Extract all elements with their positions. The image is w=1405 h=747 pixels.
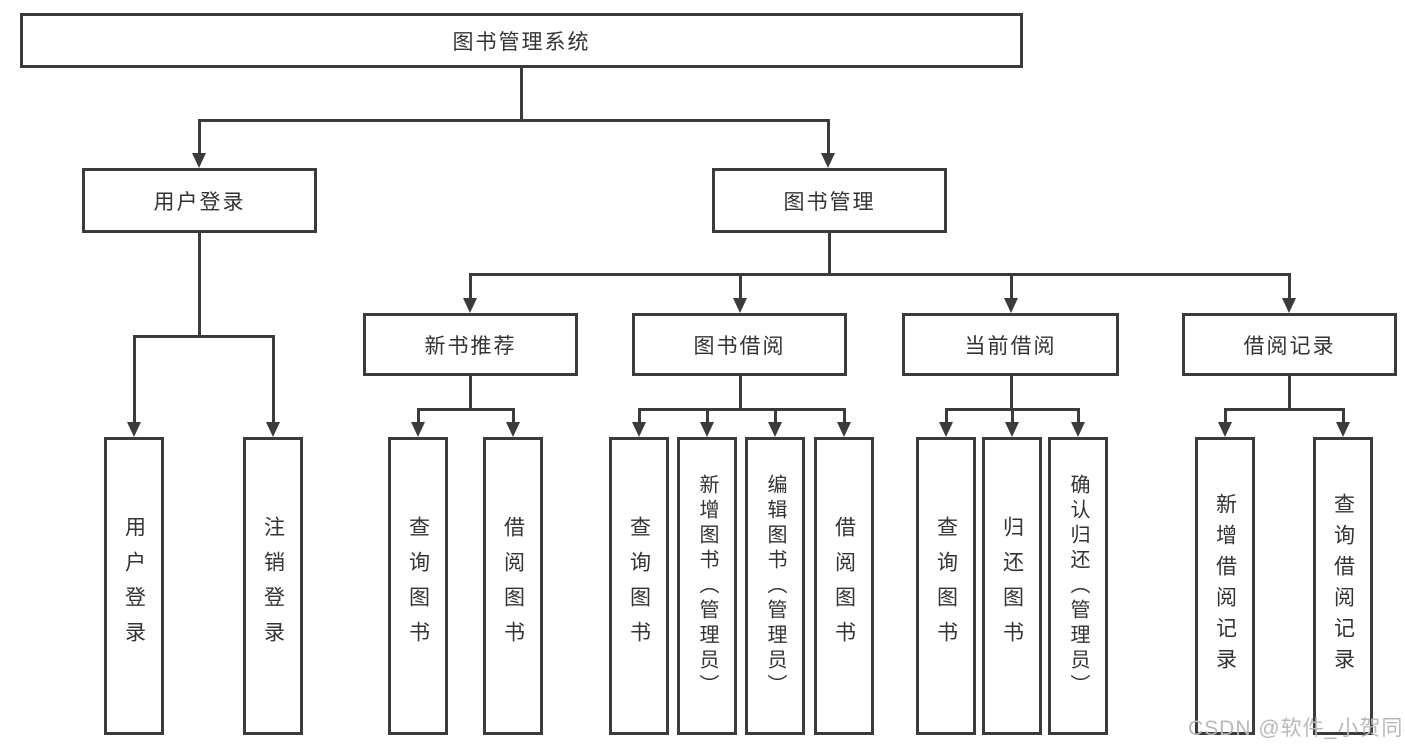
arrowhead-currentborrow-confirm (1071, 422, 1085, 437)
leaf-records-add-record: 新增借阅记录 (1195, 437, 1255, 735)
arrowhead-bookborrow-query (632, 422, 646, 437)
connector-drop-recommend-borrow (512, 408, 515, 424)
arrowhead-logout (266, 422, 280, 437)
leaf-recommend-query-books-label: 查询图书 (406, 516, 430, 656)
arrowhead-current-borrow (1004, 298, 1018, 313)
connector-drop-user-login (198, 120, 201, 153)
leaf-currentborrow-return-books: 归还图书 (982, 437, 1042, 735)
connector-drop-currentborrow-query (945, 408, 948, 424)
arrowhead-bookborrow-edit (768, 422, 782, 437)
leaf-bookborrow-query-books: 查询图书 (609, 437, 669, 735)
connector-drop-recommend-query (417, 408, 420, 424)
leaf-records-query-record-label: 查询借阅记录 (1331, 493, 1355, 679)
node-new-book-recommend-label: 新书推荐 (424, 334, 517, 358)
connector-root-bar (198, 119, 830, 122)
connector-records-stem (1288, 376, 1291, 410)
arrowhead-user-login (192, 153, 206, 168)
arrowhead-login (127, 422, 141, 437)
leaf-currentborrow-query-books-label: 查询图书 (934, 516, 958, 656)
leaf-userlogin-logout: 注销登录 (243, 437, 303, 735)
arrowhead-recommend-query (411, 422, 425, 437)
arrowhead-book-management (821, 153, 835, 168)
connector-drop-bookborrow-borrow (843, 408, 846, 424)
connector-drop-currentborrow-confirm (1077, 408, 1080, 424)
leaf-bookborrow-borrow-books: 借阅图书 (814, 437, 874, 735)
connector-drop-bookborrow-edit (774, 408, 777, 424)
leaf-currentborrow-confirm-return-admin: 确认归还（管理员） (1048, 437, 1108, 735)
arrowhead-new-book-recommend (463, 298, 477, 313)
connector-drop-book-management (827, 120, 830, 153)
node-current-borrow-label: 当前借阅 (964, 334, 1057, 358)
connector-drop-login (133, 335, 136, 423)
leaf-userlogin-login: 用户登录 (104, 437, 164, 735)
arrowhead-records-add (1218, 422, 1232, 437)
arrowhead-currentborrow-query (939, 422, 953, 437)
leaf-bookborrow-borrow-books-label: 借阅图书 (832, 516, 856, 656)
leaf-recommend-borrow-books: 借阅图书 (483, 437, 543, 735)
connector-userlogin-bar (133, 335, 275, 338)
connector-bookborrow-stem (739, 376, 742, 410)
connector-drop-book-borrow (739, 273, 742, 300)
node-user-login: 用户登录 (82, 168, 317, 233)
node-borrow-records-label: 借阅记录 (1243, 334, 1336, 358)
connector-bookborrow-bar (638, 408, 846, 411)
node-new-book-recommend: 新书推荐 (363, 313, 578, 376)
arrowhead-bookborrow-add (700, 422, 714, 437)
leaf-userlogin-login-label: 用户登录 (122, 516, 146, 656)
node-book-management-label: 图书管理 (783, 190, 876, 214)
node-borrow-records: 借阅记录 (1182, 313, 1397, 376)
node-current-borrow: 当前借阅 (902, 313, 1119, 376)
leaf-recommend-query-books: 查询图书 (388, 437, 448, 735)
arrowhead-recommend-borrow (506, 422, 520, 437)
leaf-bookborrow-edit-books-admin: 编辑图书（管理员） (745, 437, 805, 735)
node-book-borrow: 图书借阅 (632, 313, 847, 376)
connector-drop-new-book-recommend (469, 273, 472, 300)
connector-records-bar (1224, 408, 1345, 411)
arrowhead-currentborrow-return (1005, 422, 1019, 437)
connector-root-stem (520, 67, 523, 120)
leaf-userlogin-logout-label: 注销登录 (261, 516, 285, 656)
connector-drop-bookborrow-query (638, 408, 641, 424)
node-root-label: 图书管理系统 (452, 30, 591, 54)
node-book-management: 图书管理 (712, 168, 947, 233)
leaf-currentborrow-confirm-return-admin-label: 确认归还（管理员） (1067, 473, 1089, 699)
connector-userlogin-stem (198, 233, 201, 337)
leaf-records-add-record-label: 新增借阅记录 (1213, 493, 1237, 679)
node-root: 图书管理系统 (20, 13, 1023, 68)
arrowhead-borrow-records (1282, 298, 1296, 313)
connector-drop-records-add (1224, 408, 1227, 424)
connector-bookmgmt-bar (469, 273, 1291, 276)
connector-drop-borrow-records (1288, 273, 1291, 300)
arrowhead-records-query (1336, 422, 1350, 437)
node-book-borrow-label: 图书借阅 (693, 334, 786, 358)
leaf-records-query-record: 查询借阅记录 (1313, 437, 1373, 735)
csdn-watermark: CSDN @软件_小贺同学 (1188, 717, 1405, 740)
connector-drop-bookborrow-add (706, 408, 709, 424)
connector-bookmgmt-stem (828, 233, 831, 275)
connector-recommend-bar (417, 408, 515, 411)
arrowhead-book-borrow (733, 298, 747, 313)
node-user-login-label: 用户登录 (153, 190, 246, 214)
leaf-currentborrow-query-books: 查询图书 (916, 437, 976, 735)
connector-drop-logout (272, 335, 275, 423)
leaf-bookborrow-add-books-admin-label: 新增图书（管理员） (696, 473, 718, 699)
connector-currentborrow-stem (1010, 376, 1013, 410)
leaf-bookborrow-add-books-admin: 新增图书（管理员） (677, 437, 737, 735)
leaf-currentborrow-return-books-label: 归还图书 (1000, 516, 1024, 656)
connector-drop-records-query (1342, 408, 1345, 424)
connector-drop-currentborrow-return (1011, 408, 1014, 424)
connector-drop-current-borrow (1010, 273, 1013, 300)
leaf-bookborrow-query-books-label: 查询图书 (627, 516, 651, 656)
leaf-recommend-borrow-books-label: 借阅图书 (501, 516, 525, 656)
leaf-bookborrow-edit-books-admin-label: 编辑图书（管理员） (764, 473, 786, 699)
arrowhead-bookborrow-borrow (837, 422, 851, 437)
connector-recommend-stem (469, 376, 472, 410)
